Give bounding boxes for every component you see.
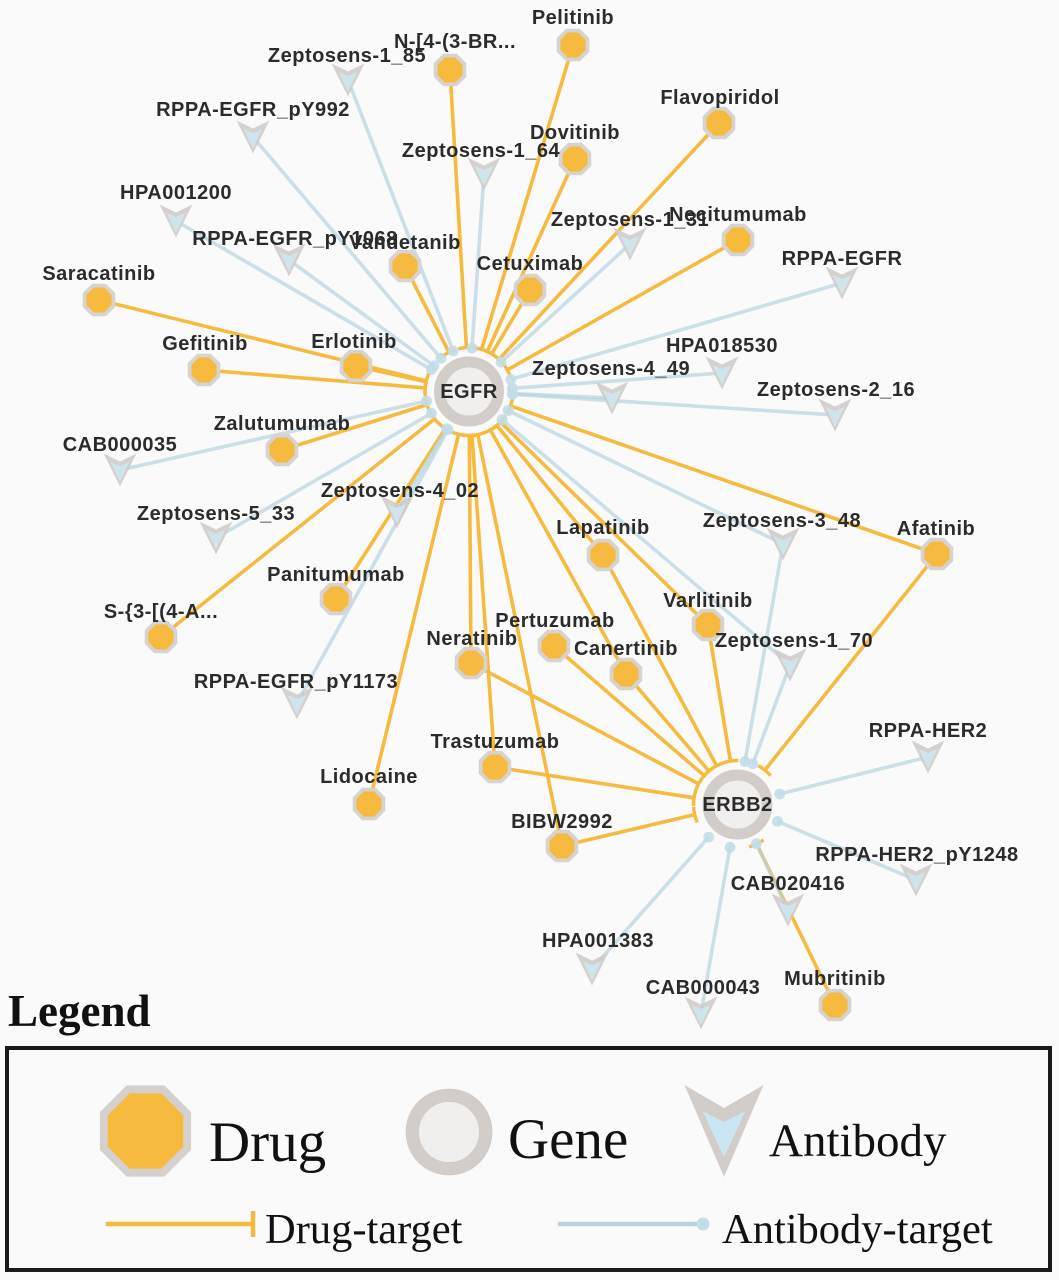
svg-text:CAB000035: CAB000035 xyxy=(63,434,178,456)
svg-text:Dovitinib: Dovitinib xyxy=(530,122,620,144)
svg-text:Zeptosens-1_64: Zeptosens-1_64 xyxy=(402,140,561,162)
svg-text:Canertinib: Canertinib xyxy=(574,638,678,660)
svg-text:Vandetanib: Vandetanib xyxy=(349,232,461,254)
svg-text:Zeptosens-2_16: Zeptosens-2_16 xyxy=(757,379,915,401)
svg-text:RPPA-HER2_pY1248: RPPA-HER2_pY1248 xyxy=(815,844,1018,866)
svg-text:EGFR: EGFR xyxy=(440,381,498,403)
svg-text:HPA001200: HPA001200 xyxy=(120,182,232,204)
svg-text:CAB020416: CAB020416 xyxy=(731,873,846,895)
svg-text:Zeptosens-3_48: Zeptosens-3_48 xyxy=(703,510,861,532)
svg-text:RPPA-EGFR_pY992: RPPA-EGFR_pY992 xyxy=(156,99,350,121)
svg-text:RPPA-HER2: RPPA-HER2 xyxy=(869,720,988,742)
svg-text:Zeptosens-5_33: Zeptosens-5_33 xyxy=(137,503,295,525)
svg-text:Drug-target: Drug-target xyxy=(265,1206,463,1253)
svg-text:Zeptosens-4_49: Zeptosens-4_49 xyxy=(532,358,690,380)
svg-text:Necitumumab: Necitumumab xyxy=(669,204,807,226)
svg-text:Gene: Gene xyxy=(508,1108,628,1171)
svg-text:ERBB2: ERBB2 xyxy=(702,794,772,816)
svg-text:Zeptosens-1_70: Zeptosens-1_70 xyxy=(715,630,873,652)
svg-text:Gefitinib: Gefitinib xyxy=(162,333,248,355)
svg-text:Flavopiridol: Flavopiridol xyxy=(660,87,779,109)
svg-text:N-[4-(3-BR...: N-[4-(3-BR... xyxy=(394,31,516,53)
svg-text:RPPA-EGFR_pY1068: RPPA-EGFR_pY1068 xyxy=(192,228,397,250)
svg-text:Legend: Legend xyxy=(8,986,151,1036)
svg-text:HPA001383: HPA001383 xyxy=(542,930,654,952)
svg-text:Pertuzumab: Pertuzumab xyxy=(495,610,614,632)
svg-text:Zeptosens-4_02: Zeptosens-4_02 xyxy=(321,480,479,502)
svg-text:CAB000043: CAB000043 xyxy=(646,977,761,999)
svg-text:Lidocaine: Lidocaine xyxy=(320,766,418,788)
svg-text:Antibody-target: Antibody-target xyxy=(722,1206,993,1253)
svg-text:Afatinib: Afatinib xyxy=(897,518,975,540)
svg-text:Drug: Drug xyxy=(209,1111,326,1174)
svg-text:RPPA-EGFR: RPPA-EGFR xyxy=(782,248,903,270)
svg-text:Neratinib: Neratinib xyxy=(426,628,517,650)
svg-text:Panitumumab: Panitumumab xyxy=(267,564,405,586)
svg-text:BIBW2992: BIBW2992 xyxy=(511,811,613,833)
svg-text:Zeptosens-1_31: Zeptosens-1_31 xyxy=(551,209,709,231)
svg-text:Antibody: Antibody xyxy=(769,1115,947,1167)
svg-text:Erlotinib: Erlotinib xyxy=(311,331,397,353)
svg-text:Mubritinib: Mubritinib xyxy=(784,968,886,990)
svg-text:Saracatinib: Saracatinib xyxy=(42,263,155,285)
svg-text:Zeptosens-1_85: Zeptosens-1_85 xyxy=(268,45,426,67)
svg-text:RPPA-EGFR_pY1173: RPPA-EGFR_pY1173 xyxy=(194,671,398,693)
svg-text:Zalutumumab: Zalutumumab xyxy=(214,413,351,435)
svg-text:Cetuximab: Cetuximab xyxy=(477,253,584,275)
svg-text:HPA018530: HPA018530 xyxy=(666,335,778,357)
svg-text:Lapatinib: Lapatinib xyxy=(556,517,649,539)
svg-text:Pelitinib: Pelitinib xyxy=(532,7,614,29)
svg-text:Trastuzumab: Trastuzumab xyxy=(431,731,560,753)
svg-text:S-{3-[(4-A...: S-{3-[(4-A... xyxy=(104,601,218,623)
svg-text:Varlitinib: Varlitinib xyxy=(663,590,752,612)
